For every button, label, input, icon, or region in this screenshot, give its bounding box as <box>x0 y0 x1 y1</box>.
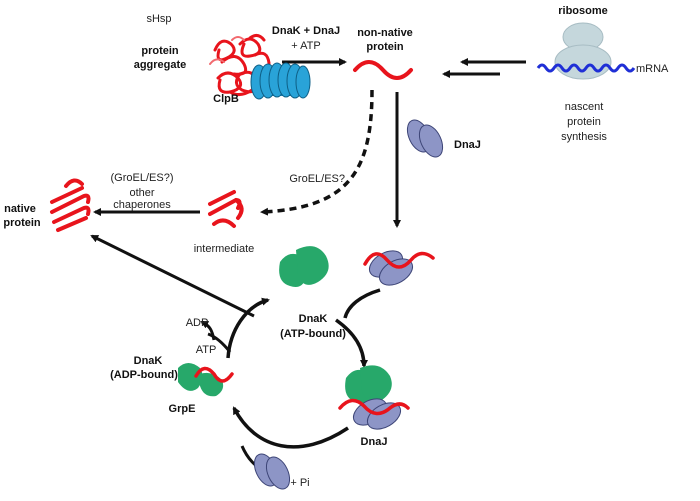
native-label-2: protein <box>3 217 41 229</box>
clpb-label: ClpB <box>213 93 239 105</box>
plus-atp-label: + ATP <box>291 40 320 52</box>
release-arrow <box>90 234 255 318</box>
adp-label: ADP <box>186 317 209 329</box>
nascent-label-2: protein <box>567 116 601 128</box>
dnaj-label-bottom: DnaJ <box>361 436 388 448</box>
shsp-label: sHsp <box>146 13 171 25</box>
groel-es-label: GroEL/ES? <box>289 173 345 185</box>
other-chaperones-2: other <box>129 187 154 199</box>
native-label-1: native <box>4 203 36 215</box>
dnaj-icon <box>406 119 444 158</box>
other-chaperones-3: chaperones <box>113 199 171 211</box>
clpb-icon <box>250 62 311 100</box>
cycle-arrow-hydrolysis <box>232 406 349 449</box>
adp-out-arrow <box>200 320 216 341</box>
protein-aggregate-label-2: aggregate <box>134 59 187 71</box>
dnak-atp-label-1: DnaK <box>299 313 328 325</box>
non-native-label-1: non-native <box>357 27 413 39</box>
dnak-icon <box>279 246 329 287</box>
native-protein-icon <box>50 178 91 232</box>
plus-pi-label: + Pi <box>290 477 309 489</box>
nascent-label-1: nascent <box>565 101 604 113</box>
dnak-dnaj-complex <box>338 365 410 430</box>
atp-label: ATP <box>196 344 217 356</box>
dnak-dnaj-label: DnaK + DnaJ <box>272 25 340 37</box>
nascent-label-3: synthesis <box>561 131 607 143</box>
non-native-protein-icon <box>353 60 413 80</box>
dnaj-substrate-complex <box>363 250 435 286</box>
dnak-adp-label-1: DnaK <box>134 355 163 367</box>
cycle-arrow-exchange <box>226 297 270 359</box>
substrate-handoff-arrow <box>343 288 381 319</box>
dnak-adp-label-2: (ADP-bound) <box>110 369 178 381</box>
mrna-label: mRNA <box>636 63 669 75</box>
grpe-label: GrpE <box>169 403 196 415</box>
mrna-icon <box>536 63 636 73</box>
atp-in-line <box>207 332 232 353</box>
protein-aggregate-label-1: protein <box>141 45 179 57</box>
groel-dashed-arrow <box>260 89 374 216</box>
dnak-atp-label-2: (ATP-bound) <box>280 328 346 340</box>
non-native-label-2: protein <box>366 41 404 53</box>
cycle-arrow-binding <box>334 318 368 368</box>
ribosome-label: ribosome <box>558 5 608 17</box>
grpe-icon <box>178 363 234 397</box>
intermediate-label: intermediate <box>194 243 255 255</box>
released-dnaj-icon <box>253 453 291 490</box>
dnaj-label-top: DnaJ <box>454 139 481 151</box>
intermediate-icon <box>208 190 244 228</box>
other-chaperones-1: (GroEL/ES?) <box>111 172 174 184</box>
